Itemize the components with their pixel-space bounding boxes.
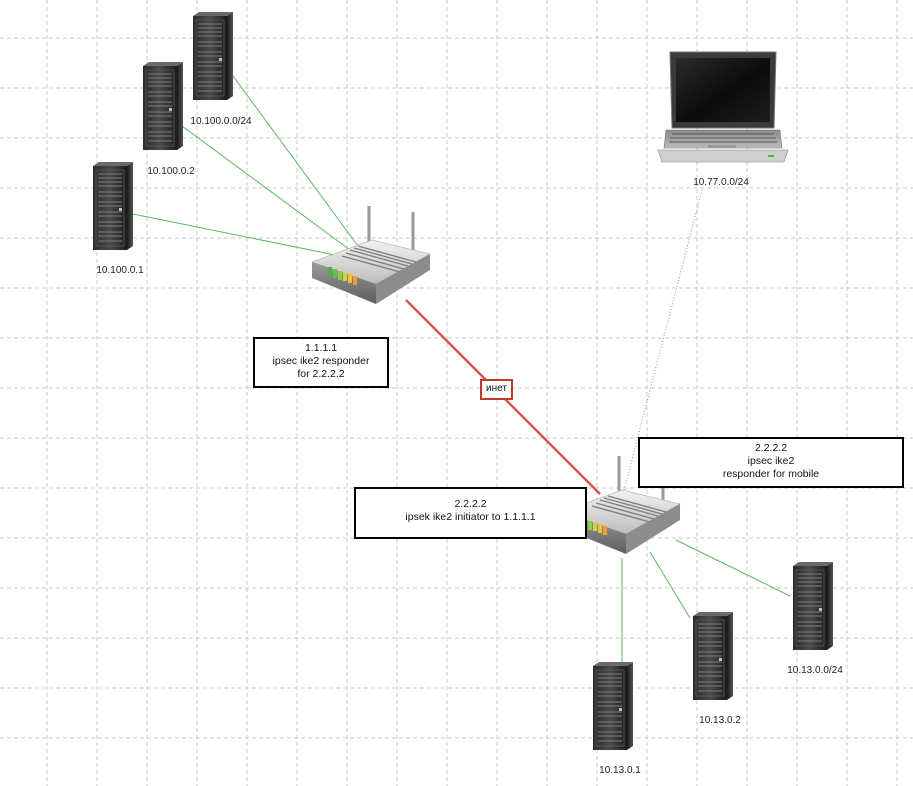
server-label-10-100-0-0: 10.100.0.0/24 xyxy=(190,116,252,127)
link-r1-server-10-100-0-0[interactable] xyxy=(232,75,359,247)
note-line: for 2.2.2.2 xyxy=(297,368,345,380)
laptop-icon[interactable] xyxy=(657,51,789,163)
note-line: ipsec ike2 responder xyxy=(272,355,370,367)
server-icon-10-13-0-2[interactable] xyxy=(692,611,734,701)
lan-links-site1 xyxy=(132,75,359,256)
link-r2-server-10-13-0-0[interactable] xyxy=(675,539,791,597)
link-r2-server-10-13-0-2[interactable] xyxy=(649,551,691,619)
server-label-10-13-0-1: 10.13.0.1 xyxy=(599,765,641,776)
note-line: 2.2.2.2 xyxy=(754,442,788,454)
note-line: ipsek ike2 initiator to 1.1.1.1 xyxy=(405,511,536,523)
server-icon-10-100-0-1[interactable] xyxy=(92,161,134,251)
server-label-10-100-0-1: 10.100.0.1 xyxy=(96,265,144,276)
link-r1-server-10-100-0-2[interactable] xyxy=(181,125,351,251)
server-label-10-100-0-2: 10.100.0.2 xyxy=(147,166,195,177)
server-icon-10-100-0-2[interactable] xyxy=(142,61,184,151)
server-label-10-13-0-2: 10.13.0.2 xyxy=(699,715,741,726)
server-label-10-13-0-0: 10.13.0.0/24 xyxy=(787,665,843,676)
server-icon-10-100-0-0[interactable] xyxy=(192,11,234,101)
note-router-2-responder[interactable]: 2.2.2.2 ipsec ike2 responder for mobile xyxy=(638,437,904,488)
note-line: ipsec ike2 xyxy=(747,455,795,467)
note-router-1-1-1-1[interactable]: 1.1.1.1 ipsec ike2 responder for 2.2.2.2 xyxy=(253,337,389,388)
server-icon-10-13-0-1[interactable] xyxy=(592,661,634,751)
internet-link-label[interactable]: инет xyxy=(480,379,513,400)
note-line: 2.2.2.2 xyxy=(454,498,487,510)
lan-links-site2 xyxy=(621,539,791,668)
note-line: responder for mobile xyxy=(722,468,820,480)
link-r1-server-10-100-0-1[interactable] xyxy=(132,213,336,256)
router-icon-1-1-1-1[interactable] xyxy=(310,204,432,306)
server-icon-10-13-0-0[interactable] xyxy=(792,561,834,651)
note-router-2-initiator[interactable]: 2.2.2.2 ipsek ike2 initiator to 1.1.1.1 xyxy=(354,487,587,539)
mobile-link[interactable] xyxy=(621,189,703,499)
note-line: 1.1.1.1 xyxy=(304,342,338,354)
laptop-label: 10.77.0.0/24 xyxy=(693,177,749,188)
